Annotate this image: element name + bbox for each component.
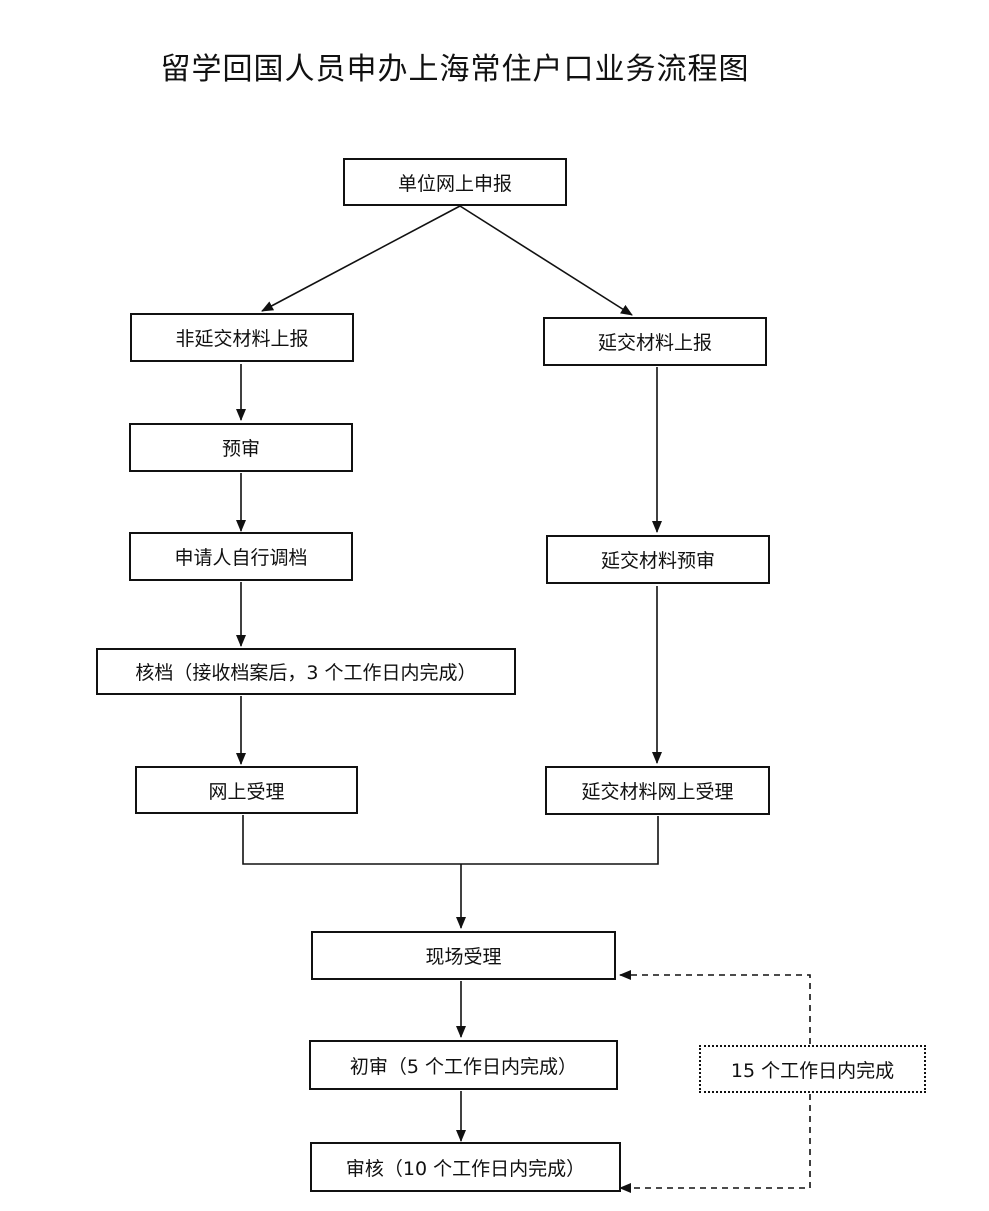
pre-review-node: 预审: [129, 423, 353, 472]
onsite-accept-node: 现场受理: [311, 931, 616, 980]
dashed-bracket-top: [619, 970, 811, 1044]
arrow-to-non-deferred: [261, 205, 461, 312]
dashed-bracket-bottom: [619, 1094, 811, 1193]
self-transfer-file-node: 申请人自行调档: [129, 532, 353, 581]
merge-line: [242, 815, 659, 865]
page-title: 留学回国人员申办上海常住户口业务流程图: [160, 52, 750, 87]
online-accept-node: 网上受理: [135, 766, 358, 814]
first-review-node: 初审（5 个工作日内完成）: [309, 1040, 618, 1090]
final-review-node: 审核（10 个工作日内完成）: [310, 1142, 621, 1192]
arrow-to-deferred: [459, 205, 633, 316]
deferred-report-node: 延交材料上报: [543, 317, 767, 366]
deferred-online-accept-node: 延交材料网上受理: [545, 766, 770, 815]
total-time-note-node: 15 个工作日内完成: [699, 1045, 926, 1093]
non-deferred-report-node: 非延交材料上报: [130, 313, 354, 362]
deferred-pre-review-node: 延交材料预审: [546, 535, 770, 584]
file-check-node: 核档（接收档案后，3 个工作日内完成）: [96, 648, 516, 695]
online-report-node: 单位网上申报: [343, 158, 567, 206]
